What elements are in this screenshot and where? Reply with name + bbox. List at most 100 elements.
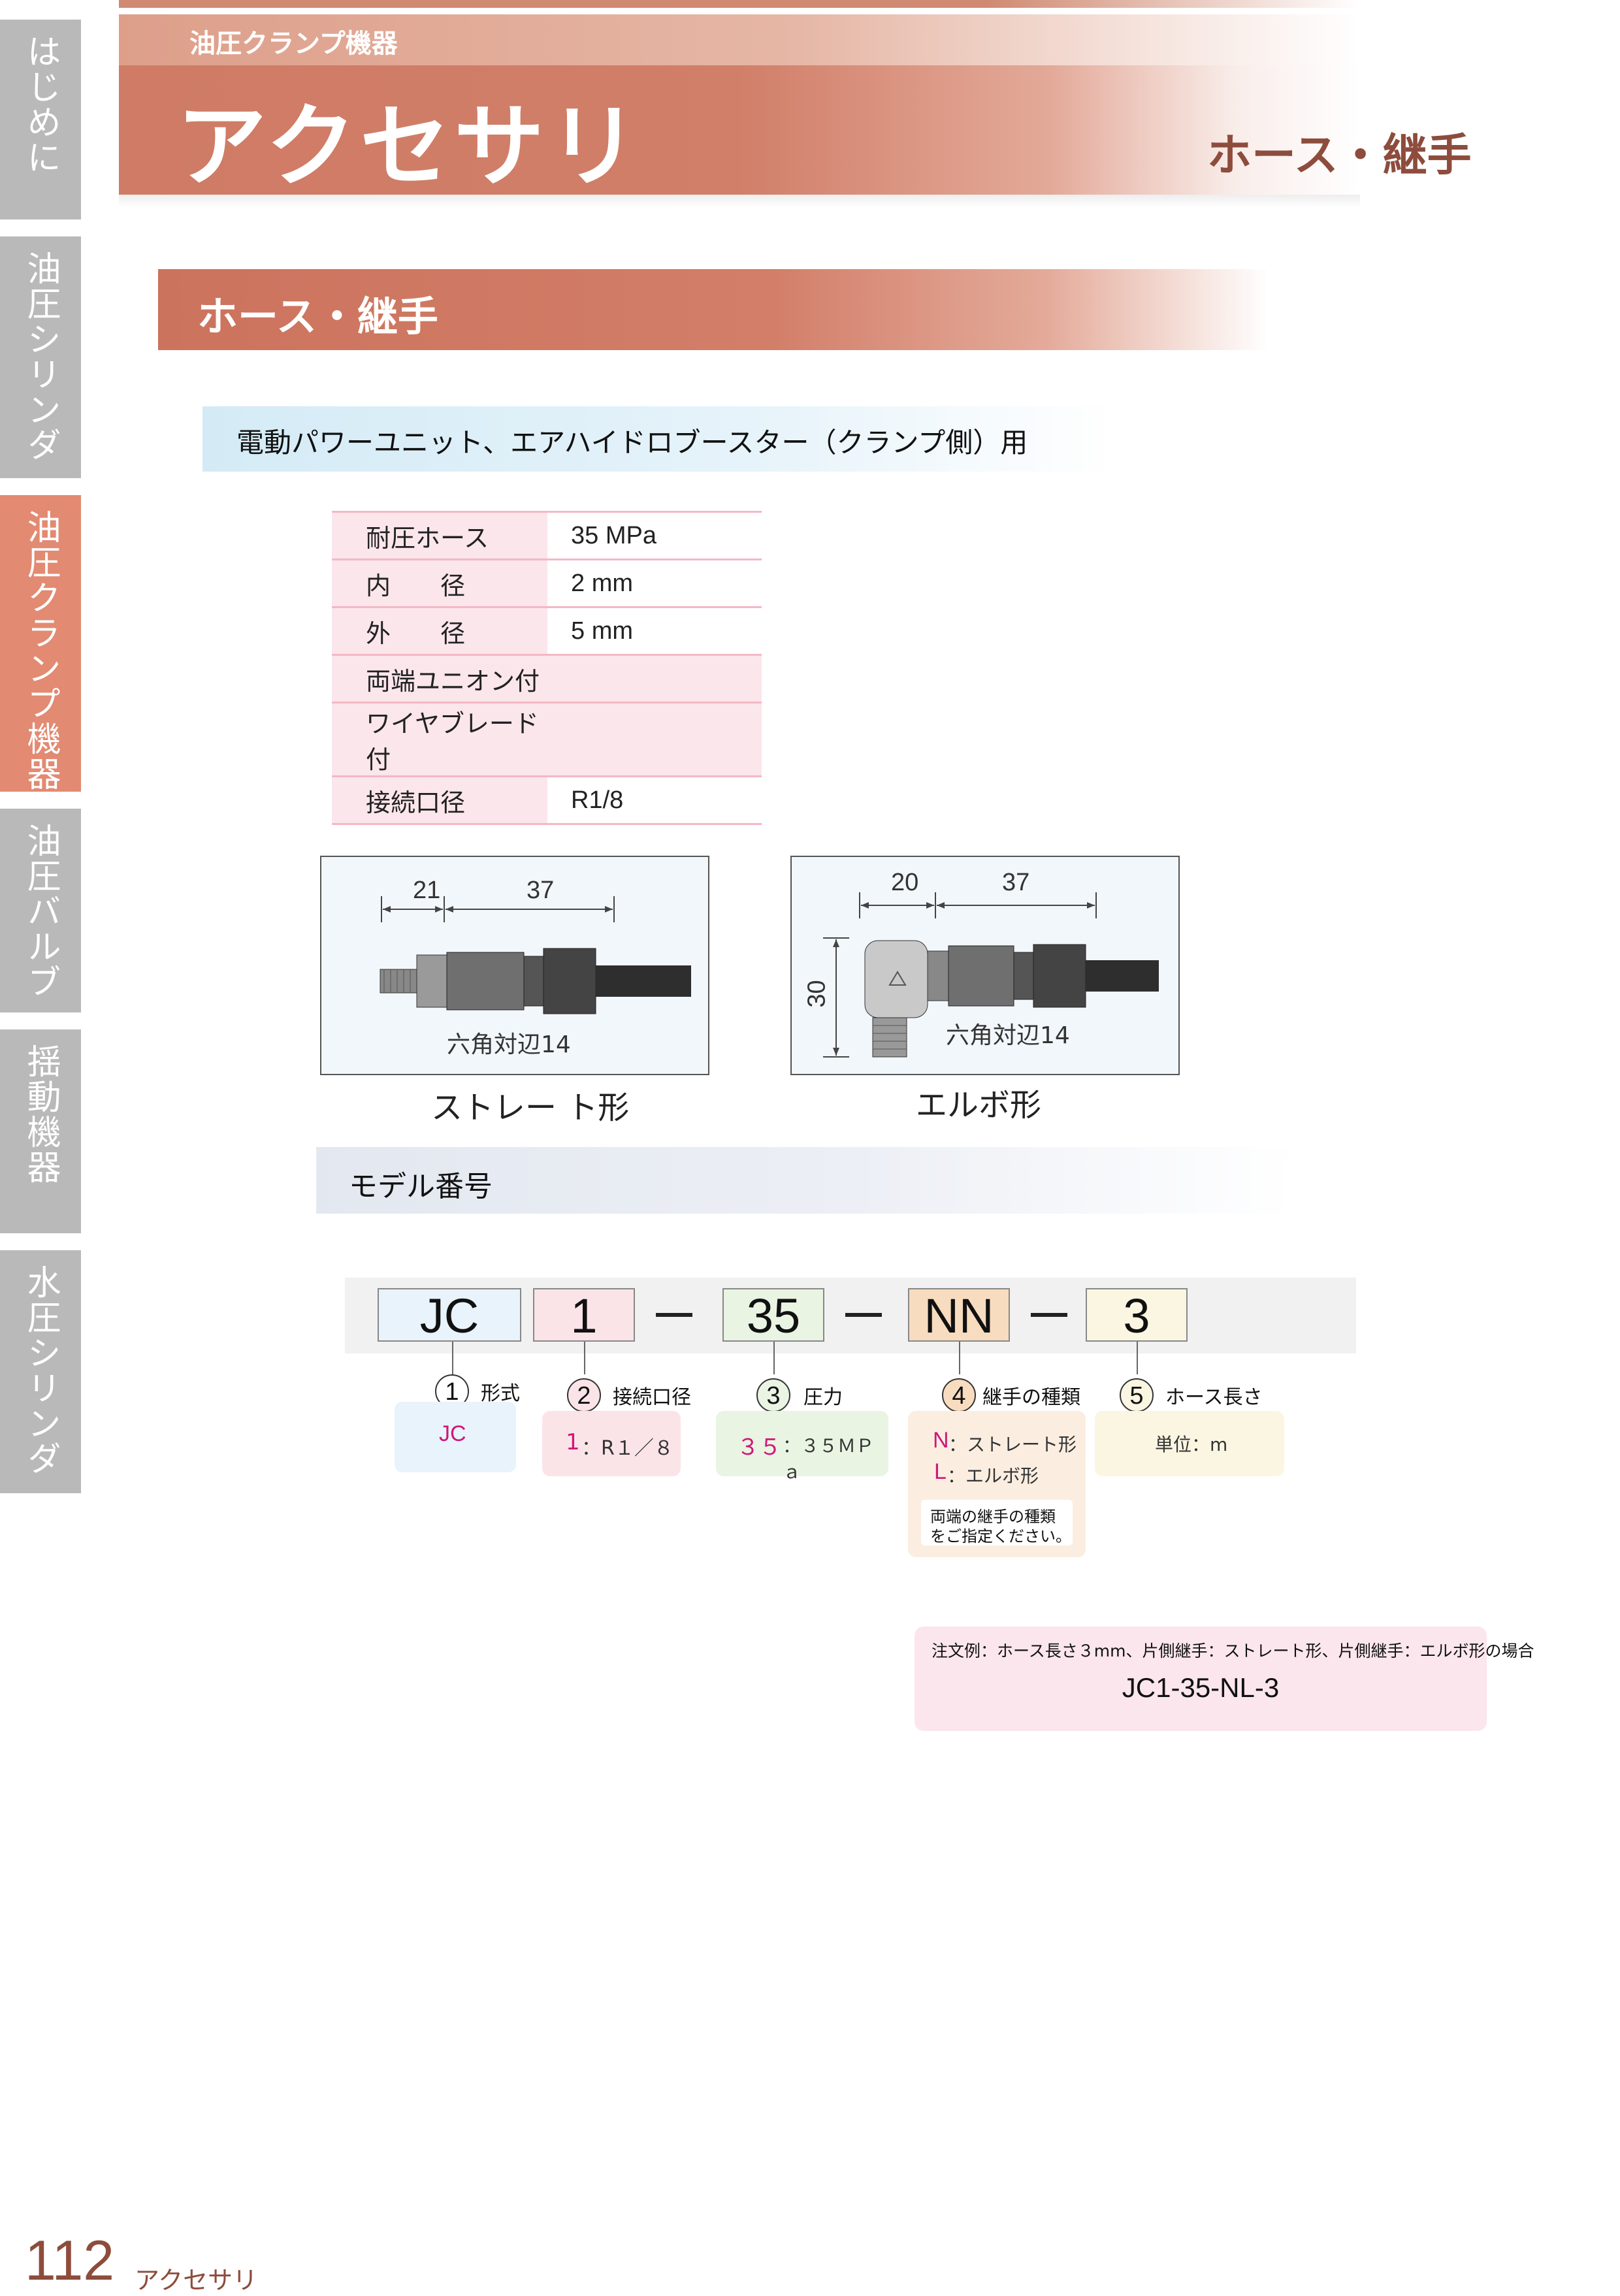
code-dash [845, 1313, 882, 1317]
side-tab-label: はじめに [21, 34, 61, 175]
side-tab-label: 油圧シリンダ [21, 251, 61, 462]
option-label: 圧力 [803, 1386, 843, 1409]
spec-label: 内 径 [332, 559, 547, 608]
option-key: L [934, 1459, 947, 1484]
spec-value: 35 MPa [547, 511, 762, 560]
option-key: 1 [566, 1429, 580, 1455]
spec-value: 5 mm [547, 607, 762, 656]
connector-line [959, 1342, 960, 1374]
option-label: 継手の種類 [982, 1386, 1080, 1409]
side-tab-clamp[interactable]: 油圧クランプ機器 [0, 495, 81, 792]
code-box-length: 3 [1086, 1288, 1188, 1343]
elbow-dim-height: 30 [803, 980, 831, 1008]
code-box-type: JC [378, 1288, 521, 1343]
table-row: ワイヤブレード付 [332, 702, 762, 777]
footer-label: アクセサリ [135, 2266, 258, 2295]
straight-fitting-figure [320, 856, 709, 1075]
code-dash [656, 1313, 692, 1317]
order-code: JC1-35-NL-3 [1122, 1672, 1280, 1703]
side-tab-label: 油圧バルブ [21, 823, 61, 999]
header-title-band [119, 65, 1360, 195]
spec-value [547, 655, 762, 703]
subsection-title: 電動パワーユニット、エアハイドロブースター（クランプ側）用 [236, 427, 1028, 459]
spec-label: 接続口径 [332, 776, 547, 825]
section-bar [158, 269, 1269, 350]
option-number: 5 [1120, 1378, 1154, 1412]
elbow-dim-b: 37 [1002, 869, 1030, 896]
option-number: 2 [567, 1378, 601, 1412]
spec-label: ワイヤブレード付 [332, 702, 547, 777]
spec-label: 外 径 [332, 607, 547, 656]
code-box-port: 1 [533, 1288, 635, 1343]
table-row: 両端ユニオン付 [332, 655, 762, 703]
elbow-dim-a: 20 [891, 869, 919, 896]
connector-line [1137, 1342, 1138, 1374]
option-desc: ：ストレート形 [948, 1434, 1077, 1455]
section-title: ホース・継手 [197, 293, 438, 340]
header-shadow [119, 195, 1360, 208]
option-key: N [933, 1428, 949, 1453]
option-desc: ：R１／８ [581, 1437, 673, 1460]
page-subtitle: ホース・継手 [1207, 130, 1472, 182]
subsection-bar [202, 406, 1117, 472]
spec-label: 耐圧ホース [332, 511, 547, 560]
straight-dim-a: 21 [413, 877, 441, 904]
spec-value [547, 702, 762, 777]
elbow-fitting-figure [790, 856, 1180, 1075]
side-tab-water[interactable]: 水圧シリンダ [0, 1250, 81, 1493]
order-note: 注文例：ホース長さ３mm、片側継手：ストレート形、片側継手：エルボ形の場合 [932, 1641, 1534, 1660]
option-label: 形式 [481, 1382, 520, 1405]
side-tab-label: 油圧クランプ機器 [21, 509, 61, 792]
side-tab-intro[interactable]: はじめに [0, 20, 81, 219]
connector-line [773, 1342, 775, 1374]
option-box-pressure: ３５ ：３５ＭＰａ [716, 1411, 888, 1483]
option-note: 両端の継手の種類 [930, 1508, 1056, 1526]
side-tab-valve[interactable]: 油圧バルブ [0, 809, 81, 1012]
model-title: モデル番号 [349, 1170, 493, 1203]
code-dash [1031, 1313, 1067, 1317]
side-tab-rotary[interactable]: 揺動機器 [0, 1029, 81, 1233]
option-note: をご指定ください。 [930, 1527, 1071, 1545]
option-box-fitting: N ：ストレート形 L ：エルボ形 両端の継手の種類 をご指定ください。 [908, 1411, 1086, 1557]
spec-value: R1/8 [547, 776, 762, 825]
header-strip [119, 0, 1360, 8]
option-desc: 単位：m [1155, 1434, 1228, 1455]
side-tab-cylinder[interactable]: 油圧シリンダ [0, 236, 81, 478]
page-title: アクセサリ [176, 94, 643, 199]
option-label: ホース長さ [1165, 1386, 1263, 1409]
option-label: 接続口径 [613, 1386, 691, 1409]
option-value: JC [439, 1421, 466, 1446]
side-tab-label: 揺動機器 [21, 1044, 61, 1185]
code-box-pressure: 35 [722, 1288, 824, 1343]
side-tab-label: 水圧シリンダ [21, 1265, 61, 1476]
option-desc: ：３５ＭＰａ [783, 1435, 875, 1483]
elbow-fitting-drawing [823, 892, 1159, 1058]
page-number: 112 [25, 2229, 115, 2292]
straight-hex-note: 六角対辺14 [447, 1031, 571, 1058]
connector-line [452, 1342, 453, 1374]
option-box-length: 単位：m [1095, 1411, 1284, 1476]
option-number: 4 [942, 1378, 976, 1412]
code-box-fitting: NN [908, 1288, 1010, 1343]
order-example-box [915, 1626, 1487, 1731]
category-label: 油圧クランプ機器 [189, 29, 398, 59]
elbow-hex-note: 六角対辺14 [946, 1022, 1070, 1049]
option-box-port: 1 ：R１／８ [542, 1411, 681, 1476]
straight-caption: ストレー ト形 [431, 1090, 630, 1126]
model-bar [316, 1147, 1296, 1214]
spec-label: 両端ユニオン付 [332, 655, 547, 703]
straight-dim-b: 37 [526, 877, 555, 904]
header-category-band [119, 14, 1360, 65]
spec-value: 2 mm [547, 559, 762, 608]
straight-fitting-drawing [380, 896, 691, 1014]
connector-line [584, 1342, 585, 1374]
elbow-caption: エルボ形 [916, 1087, 1042, 1124]
option-key: ３５ [737, 1434, 781, 1461]
option-box-type: JC [395, 1402, 516, 1472]
option-note-box: 両端の継手の種類 をご指定ください。 [921, 1500, 1073, 1545]
